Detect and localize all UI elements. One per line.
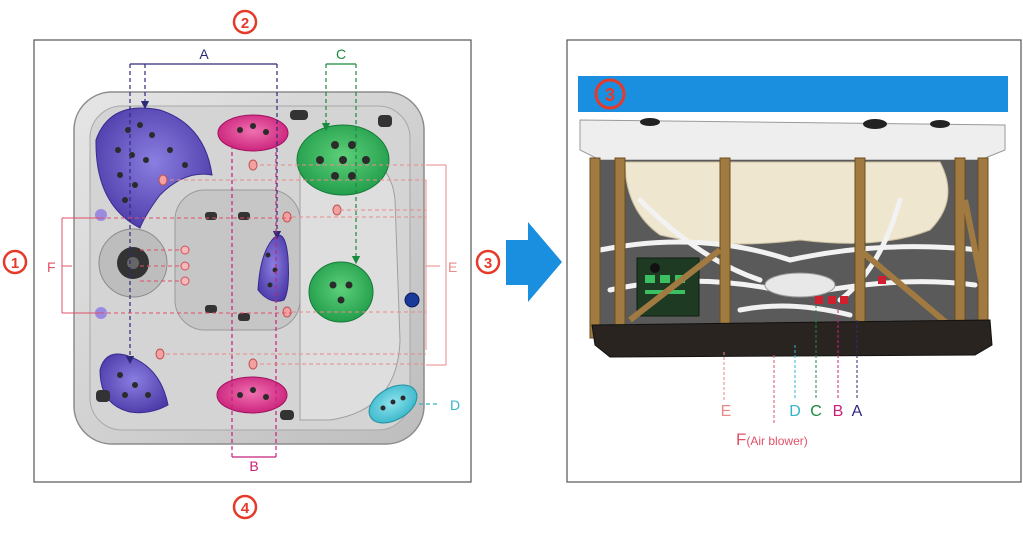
badge-view-1: 1 [2, 249, 28, 275]
zone-label-e: E [448, 259, 457, 275]
valve-e-markers [155, 159, 342, 370]
badge-view-2: 2 [232, 9, 258, 35]
air-ports-f [180, 245, 190, 286]
cabinet-base [591, 319, 993, 358]
connector-a [125, 63, 282, 365]
foam-insulation [624, 161, 949, 245]
pipe-label-b: B [833, 403, 844, 420]
seat-jets-c-bottom [308, 261, 374, 323]
pipe-label-f-letter: F [736, 430, 746, 449]
direction-arrow [506, 222, 562, 302]
light-control [404, 292, 420, 308]
connector-c [321, 63, 361, 265]
zone-label-f: F [47, 259, 56, 275]
svg-text:2: 2 [241, 15, 249, 32]
zone-label-d: D [450, 397, 460, 413]
jet-nozzles [115, 122, 406, 411]
seat-jets-b-top [217, 114, 289, 152]
badge-view-3-banner: 3 [594, 78, 626, 110]
badge-view-3: 3 [475, 249, 501, 275]
svg-text:4: 4 [241, 500, 250, 517]
pipe-label-d: D [789, 403, 801, 420]
pipe-label-f-note: (Air blower) [746, 434, 807, 448]
seat-jets-b-bottom [216, 376, 288, 414]
pipe-label-f: F(Air blower) [736, 430, 808, 449]
badge-view-4: 4 [232, 494, 258, 520]
pipe-label-a: A [852, 403, 863, 420]
side-view-panel: 3 [566, 39, 1022, 483]
svg-text:1: 1 [11, 255, 19, 272]
svg-text:3: 3 [605, 85, 615, 105]
svg-text:3: 3 [484, 255, 492, 272]
zone-label-b: B [249, 458, 258, 474]
pipe-callouts [723, 305, 858, 425]
top-view-panel: A B C D [33, 39, 472, 483]
connector-f [61, 217, 292, 314]
pipe-label-e: E [721, 403, 732, 420]
zone-label-a: A [199, 46, 209, 62]
connector-e [166, 164, 447, 366]
wood-braces [628, 199, 988, 333]
pipe-label-c: C [810, 403, 822, 420]
pump [764, 272, 836, 298]
connector-b [231, 145, 277, 458]
zone-label-c: C [336, 46, 346, 62]
view-banner [578, 76, 1008, 112]
